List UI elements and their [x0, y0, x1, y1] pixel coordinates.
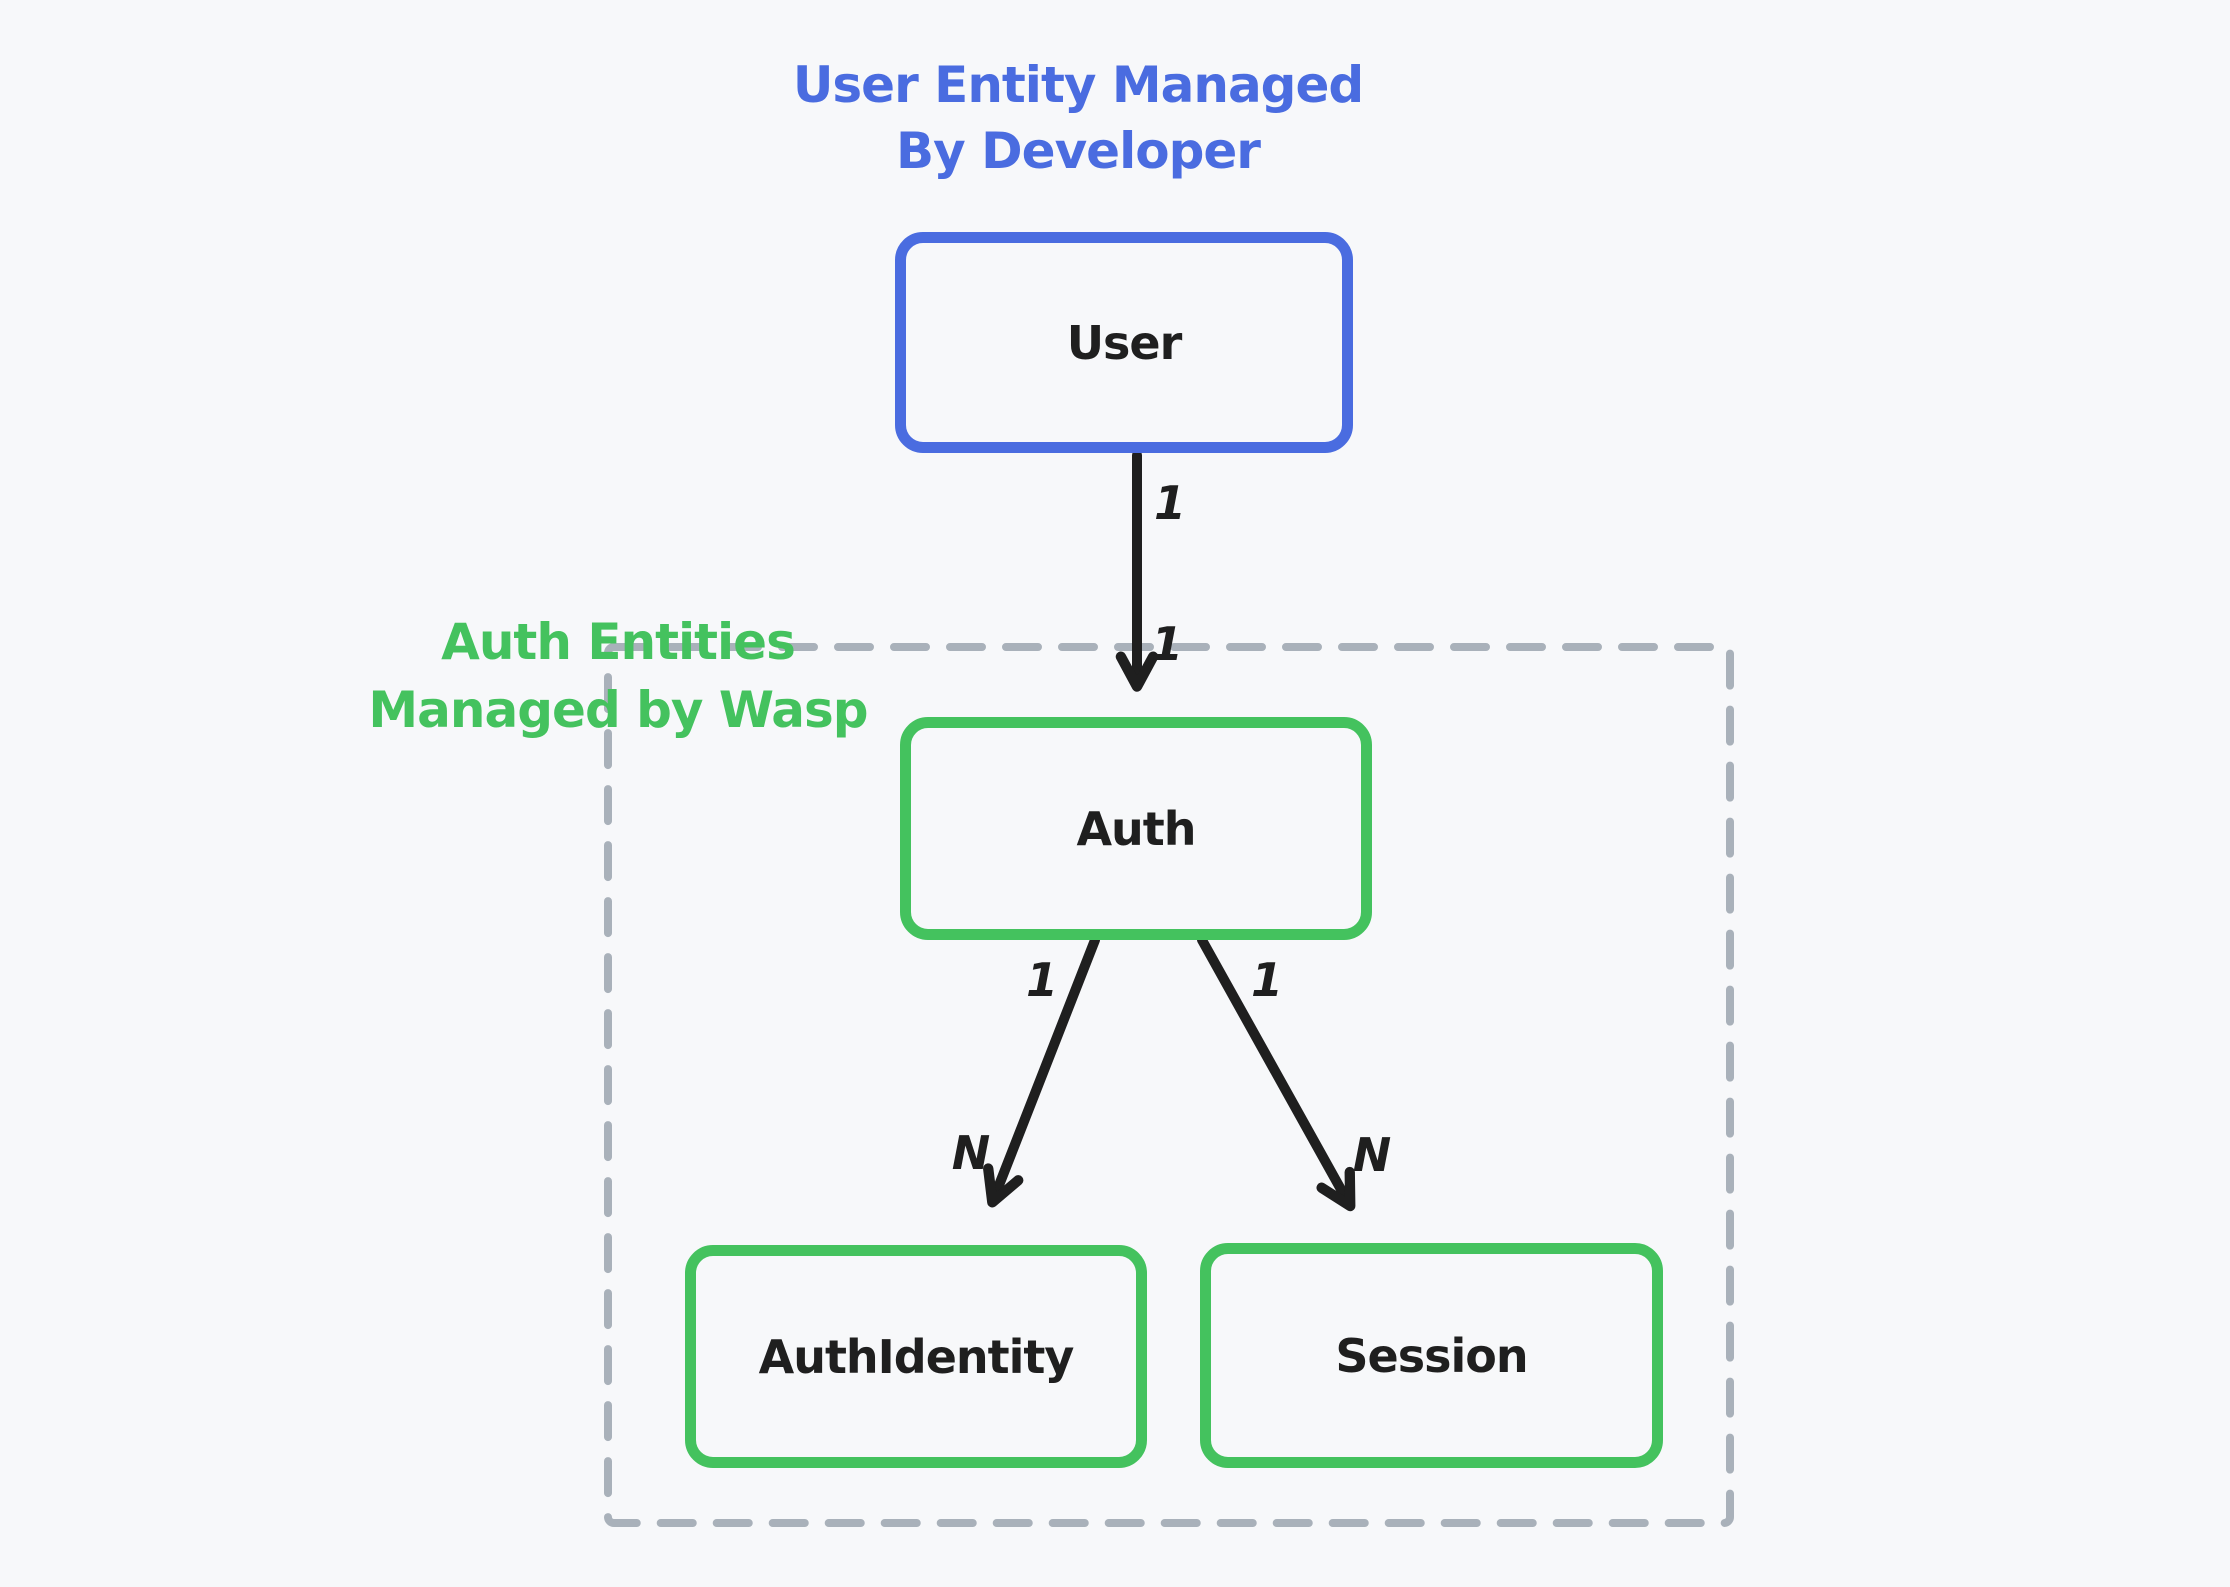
- auth-group-boundary: [604, 643, 1734, 1527]
- auth-group-label-line2: Managed by Wasp: [368, 681, 868, 739]
- node-user-label: User: [1066, 315, 1183, 370]
- diagram-title: User Entity Managed By Developer: [792, 52, 1364, 184]
- auth-group-label-line1: Auth Entities: [441, 613, 796, 671]
- edge-auth-authidentity-source-cardinality: 1: [1025, 953, 1059, 1007]
- edge-auth-session: [1197, 935, 1356, 1212]
- edge-auth-session-source-cardinality: 1: [1250, 953, 1284, 1007]
- node-session-label: Session: [1335, 1328, 1528, 1383]
- diagram-title-line1: User Entity Managed: [792, 56, 1364, 114]
- node-user[interactable]: User: [895, 232, 1353, 453]
- diagram-title-line2: By Developer: [896, 122, 1261, 180]
- edge-auth-authidentity: [983, 935, 1100, 1208]
- node-authidentity[interactable]: AuthIdentity: [685, 1245, 1147, 1468]
- node-auth-label: Auth: [1076, 801, 1196, 856]
- edge-user-auth-source-cardinality: 1: [1153, 476, 1187, 530]
- node-session[interactable]: Session: [1200, 1243, 1663, 1468]
- edge-auth-session-target-cardinality: N: [1352, 1128, 1392, 1182]
- node-authidentity-label: AuthIdentity: [758, 1329, 1075, 1384]
- edge-user-auth-target-cardinality: 1: [1150, 617, 1184, 671]
- edge-auth-authidentity-target-cardinality: N: [951, 1126, 991, 1180]
- auth-group-label: Auth Entities Managed by Wasp: [368, 608, 868, 744]
- node-auth[interactable]: Auth: [900, 717, 1372, 940]
